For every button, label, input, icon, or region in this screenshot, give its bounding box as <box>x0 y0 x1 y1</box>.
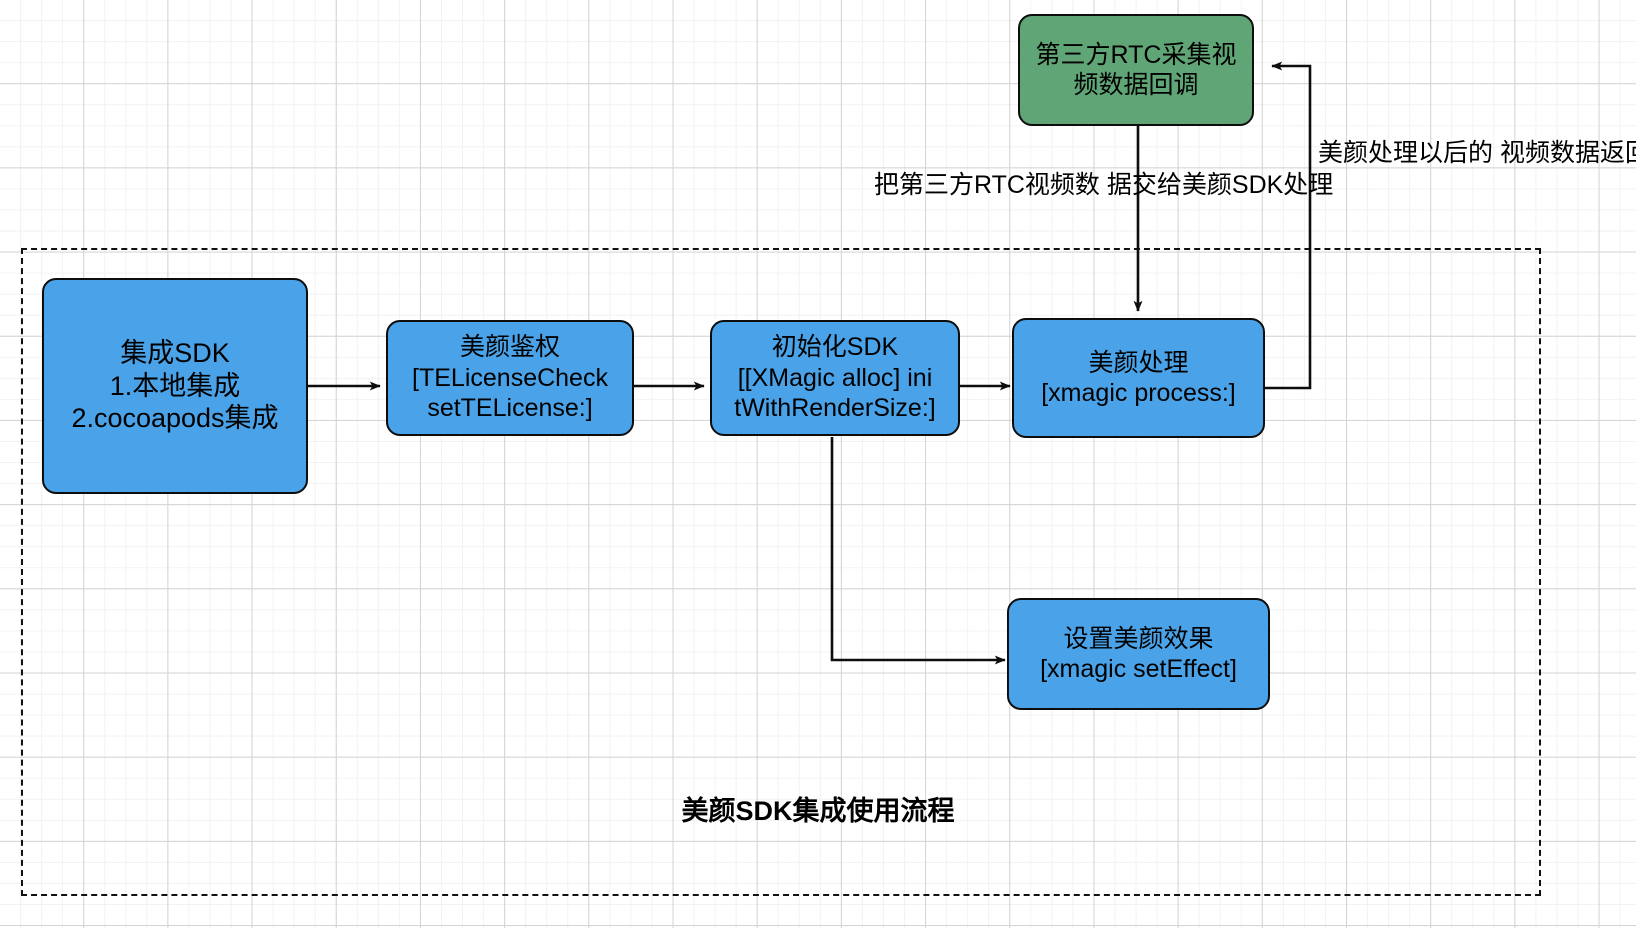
node-rtc-capture-callback[interactable]: 第三方RTC采集视 频数据回调 <box>1018 14 1254 126</box>
node-line: [xmagic setEffect] <box>1040 655 1237 683</box>
node-line: 2.cocoapods集成 <box>71 403 279 434</box>
node-beauty-process[interactable]: 美颜处理 [xmagic process:] <box>1012 318 1265 438</box>
node-line: 美颜鉴权 <box>459 333 560 362</box>
edge-label-line: 视频数据返回给 <box>1499 139 1636 167</box>
node-set-beauty-effect[interactable]: 设置美颜效果 [xmagic setEffect] <box>1007 598 1270 710</box>
node-beauty-auth[interactable]: 美颜鉴权 [TELicenseCheck setTELicense:] <box>386 320 634 436</box>
edge-label-pass-to-beauty-sdk: 把第三方RTC视频数 据交给美颜SDK处理 <box>874 170 1333 201</box>
node-line: [xmagic process:] <box>1041 379 1236 407</box>
node-init-sdk[interactable]: 初始化SDK [[XMagic alloc] ini tWithRenderSi… <box>710 320 960 436</box>
edge-label-line: 美颜处理以后的 <box>1318 139 1494 167</box>
edge-label-return-to-rtc: 美颜处理以后的 视频数据返回给 第三方RTC <box>1318 138 1636 169</box>
node-line: 1.本地集成 <box>109 370 241 401</box>
node-line: 频数据回调 <box>1073 71 1199 99</box>
sdk-flow-group-container <box>21 248 1541 896</box>
node-line: 美颜处理 <box>1088 348 1189 377</box>
node-line: 第三方RTC采集视 <box>1035 40 1237 69</box>
edge-label-line: 把第三方RTC视频数 <box>874 171 1100 199</box>
node-integrate-sdk[interactable]: 集成SDK 1.本地集成 2.cocoapods集成 <box>42 278 308 494</box>
group-title: 美颜SDK集成使用流程 <box>681 796 955 826</box>
node-line: 集成SDK <box>120 337 230 368</box>
node-line: 设置美颜效果 <box>1063 624 1214 653</box>
node-line: [[XMagic alloc] ini <box>737 363 933 392</box>
node-line: 初始化SDK <box>771 333 899 362</box>
edge-label-line: 据交给美颜SDK处理 <box>1106 171 1334 199</box>
node-line: [TELicenseCheck <box>412 363 608 392</box>
node-line: setTELicense:] <box>427 394 593 423</box>
node-line: tWithRenderSize:] <box>734 394 936 423</box>
